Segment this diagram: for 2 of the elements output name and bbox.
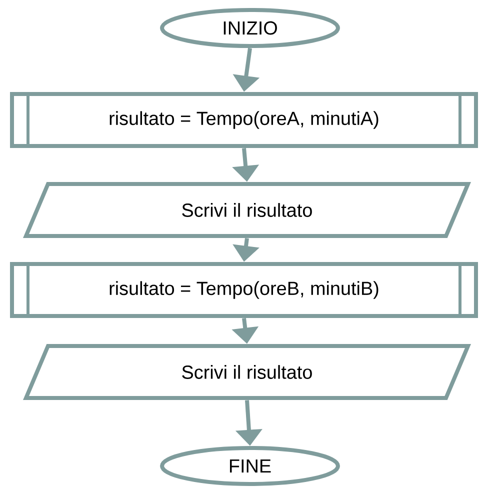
subroutine-box: risultato = Tempo(oreA, minutiA) — [10, 92, 478, 148]
subroutine-box: risultato = Tempo(oreB, minutiB) — [10, 262, 478, 318]
